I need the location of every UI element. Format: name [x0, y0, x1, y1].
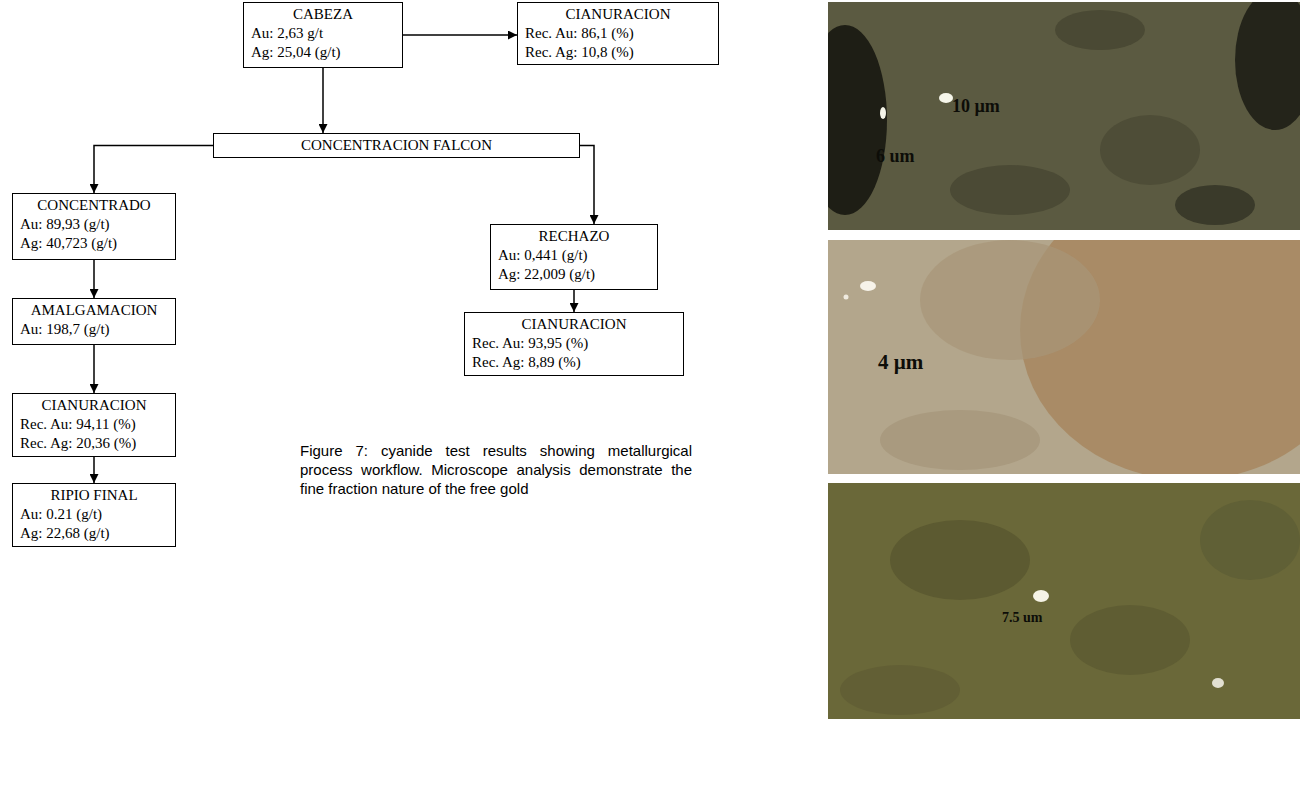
box-heading: CABEZA — [251, 5, 395, 24]
process-box: RIPIO FINALAu: 0.21 (g/t)Ag: 22,68 (g/t) — [12, 483, 176, 547]
scale-label: 6 um — [876, 146, 915, 167]
flow-arrow — [93, 345, 95, 393]
process-box: AMALGAMACIONAu: 198,7 (g/t) — [12, 298, 176, 345]
grain — [840, 665, 960, 715]
grain — [950, 165, 1070, 215]
microscope-photo — [828, 2, 1300, 230]
process-box: CONCENTRADOAu: 89,93 (g/t)Ag: 40,723 (g/… — [12, 193, 176, 260]
process-box: RECHAZOAu: 0,441 (g/t)Ag: 22,009 (g/t) — [490, 224, 658, 290]
box-heading: AMALGAMACION — [20, 301, 168, 320]
box-heading: CIANURACION — [20, 396, 168, 415]
flow-arrow — [580, 146, 594, 225]
box-heading: CONCENTRACION FALCON — [221, 136, 572, 155]
microscope-photo — [828, 240, 1300, 474]
grain — [1175, 185, 1255, 225]
box-value: Ag: 22,009 (g/t) — [498, 265, 650, 284]
gold-particle — [1212, 678, 1224, 688]
flow-arrow — [573, 290, 575, 312]
grain — [890, 520, 1030, 600]
process-box: CIANURACIONRec. Au: 94,11 (%)Rec. Ag: 20… — [12, 393, 176, 457]
box-value: Ag: 40,723 (g/t) — [20, 234, 168, 253]
process-box: CIANURACIONRec. Au: 93,95 (%)Rec. Ag: 8,… — [464, 312, 684, 376]
photo-ground — [828, 483, 1300, 719]
gold-particle — [860, 281, 876, 291]
grain — [920, 240, 1100, 360]
box-value: Rec. Au: 94,11 (%) — [20, 415, 168, 434]
box-value: Ag: 25,04 (g/t) — [251, 43, 395, 62]
box-value: Au: 2,63 g/t — [251, 24, 395, 43]
grain — [1100, 115, 1200, 185]
box-value: Rec. Ag: 8,89 (%) — [472, 353, 676, 372]
scale-label: 10 µm — [952, 96, 1000, 117]
gold-particle — [844, 295, 849, 300]
flow-arrow — [322, 68, 324, 133]
flow-arrow — [403, 34, 517, 36]
box-value: Au: 89,93 (g/t) — [20, 215, 168, 234]
flow-arrow — [93, 457, 95, 483]
grain — [1070, 605, 1190, 675]
process-box: CABEZAAu: 2,63 g/tAg: 25,04 (g/t) — [243, 2, 403, 68]
box-value: Rec. Au: 93,95 (%) — [472, 334, 676, 353]
grain — [1200, 500, 1300, 580]
photo-ground — [828, 2, 1300, 230]
box-heading: RIPIO FINAL — [20, 486, 168, 505]
flow-arrow — [93, 260, 95, 298]
scale-label: 7.5 um — [1002, 610, 1042, 626]
box-heading: CIANURACION — [525, 5, 711, 24]
process-box: CONCENTRACION FALCON — [213, 133, 580, 158]
process-box: CIANURACIONRec. Au: 86,1 (%)Rec. Ag: 10,… — [517, 2, 719, 65]
box-value: Rec. Au: 86,1 (%) — [525, 24, 711, 43]
dark-grain — [828, 25, 887, 215]
scale-label: 4 µm — [878, 350, 923, 375]
box-value: Au: 198,7 (g/t) — [20, 320, 168, 339]
figure-caption: Figure 7: cyanide test results showing m… — [300, 441, 692, 498]
dark-grain — [1235, 2, 1300, 130]
flow-arrow — [94, 146, 213, 194]
box-value: Au: 0.21 (g/t) — [20, 505, 168, 524]
box-heading: CONCENTRADO — [20, 196, 168, 215]
gold-particle — [1033, 590, 1049, 602]
grain — [880, 410, 1040, 470]
box-heading: RECHAZO — [498, 227, 650, 246]
box-heading: CIANURACION — [472, 315, 676, 334]
grain — [1055, 10, 1145, 50]
gold-particle — [939, 93, 953, 103]
box-value: Rec. Ag: 10,8 (%) — [525, 43, 711, 62]
gold-particle — [880, 107, 886, 119]
microscope-photo — [828, 483, 1300, 719]
box-value: Rec. Ag: 20,36 (%) — [20, 434, 168, 453]
box-value: Au: 0,441 (g/t) — [498, 246, 650, 265]
box-value: Ag: 22,68 (g/t) — [20, 524, 168, 543]
